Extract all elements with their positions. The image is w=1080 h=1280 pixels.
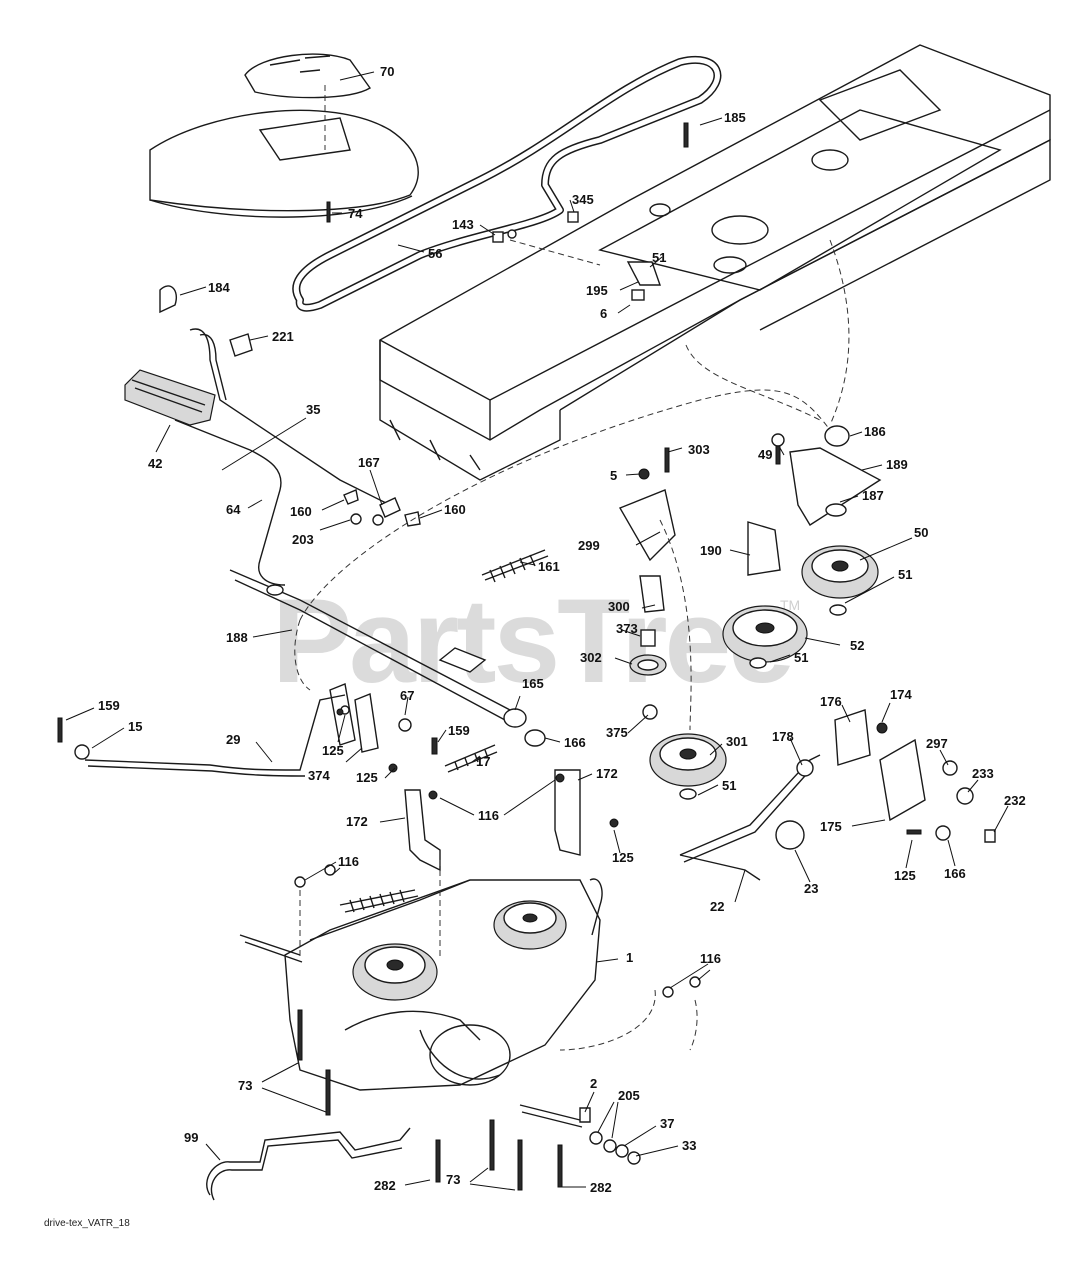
drive-belt: [292, 56, 722, 312]
hood-cover: [149, 109, 419, 218]
callout: 49: [758, 447, 772, 462]
callout: 125: [894, 868, 916, 883]
callout: 301: [726, 734, 748, 749]
callout: 233: [972, 766, 994, 781]
callout: 159: [448, 723, 470, 738]
callout: 232: [1004, 793, 1026, 808]
idler-pulley-301: [649, 733, 727, 800]
callout: 205: [618, 1088, 640, 1103]
dashed-guides: [294, 85, 850, 1051]
callout: 64: [226, 502, 241, 517]
callout: 29: [226, 732, 240, 747]
idler-bracket: [747, 425, 882, 576]
rod-99: [206, 1127, 411, 1201]
callout: 160: [444, 502, 466, 517]
callout: 116: [478, 808, 499, 823]
callout: 282: [590, 1180, 612, 1195]
callout: 116: [338, 854, 359, 869]
callout: 166: [944, 866, 966, 881]
callout: 50: [914, 525, 928, 540]
callout: 221: [272, 329, 294, 344]
callout: 172: [346, 814, 368, 829]
callout: 345: [572, 192, 594, 207]
callout: 303: [688, 442, 710, 457]
callout: 176: [820, 694, 842, 709]
callout: 188: [226, 630, 248, 645]
callout: 172: [596, 766, 618, 781]
callout: 52: [850, 638, 864, 653]
callout: 15: [128, 719, 142, 734]
callout: 143: [452, 217, 474, 232]
callout: 73: [446, 1172, 460, 1187]
callout: 165: [522, 676, 544, 691]
callout-labels: 70 74 56 185 345 143 51 195 6 184 221 35…: [98, 64, 1026, 1195]
callout: 189: [886, 457, 908, 472]
callout: 42: [148, 456, 162, 471]
idler-bracket-arm: [618, 447, 676, 720]
callout: 17: [476, 754, 490, 769]
callout: 35: [306, 402, 320, 417]
callout: 22: [710, 899, 724, 914]
callout: 70: [380, 64, 394, 79]
callout: 23: [804, 881, 818, 896]
callout: 159: [98, 698, 120, 713]
transaxle: [239, 864, 701, 1191]
idler-pulley-50: [801, 545, 879, 616]
callout: 374: [308, 768, 330, 783]
callout: 175: [820, 819, 842, 834]
brake-pedal: [124, 369, 286, 586]
callout: 302: [580, 650, 602, 665]
callout: 125: [322, 743, 344, 758]
callout: 67: [400, 688, 414, 703]
callout: 203: [292, 532, 314, 547]
callout: 375: [606, 725, 628, 740]
callout: 1: [626, 950, 633, 965]
callout: 300: [608, 599, 630, 614]
callout: 125: [356, 770, 378, 785]
callout: 184: [208, 280, 230, 295]
callout: 186: [864, 424, 886, 439]
leader-lines: [65, 71, 1009, 1191]
callout: 73: [238, 1078, 252, 1093]
callout: 33: [682, 1138, 696, 1153]
callout: 99: [184, 1130, 198, 1145]
callout: 6: [600, 306, 607, 321]
callout: 299: [578, 538, 600, 553]
callout: 185: [724, 110, 746, 125]
callout: 373: [616, 621, 638, 636]
callout: 5: [610, 468, 617, 483]
pedal-rod: [189, 328, 391, 506]
callout: 190: [700, 543, 722, 558]
diagram-code: drive-tex_VATR_18: [44, 1218, 130, 1229]
callout: 51: [722, 778, 736, 793]
callout: 174: [890, 687, 912, 702]
bolts-top: [326, 122, 689, 301]
callout: 74: [348, 206, 363, 221]
callout: 51: [794, 650, 808, 665]
callout: 116: [700, 951, 721, 966]
callout: 125: [612, 850, 634, 865]
callout: 161: [538, 559, 560, 574]
callout: 195: [586, 283, 608, 298]
control-panel: [244, 53, 372, 99]
callout: 167: [358, 455, 380, 470]
callout: 51: [898, 567, 912, 582]
small-hardware: [57, 285, 619, 872]
callout: 2: [590, 1076, 597, 1091]
callout: 282: [374, 1178, 396, 1193]
chassis-frame: [379, 44, 1051, 481]
callout: 297: [926, 736, 948, 751]
cross-shaft: [229, 569, 546, 747]
callout: 56: [428, 246, 442, 261]
callout: 178: [772, 729, 794, 744]
callout: 51: [652, 250, 666, 265]
callout: 187: [862, 488, 884, 503]
callout: 166: [564, 735, 586, 750]
shift-linkage: [679, 709, 996, 881]
callout: 160: [290, 504, 312, 519]
callout: 37: [660, 1116, 674, 1131]
idler-pulley-52: [722, 605, 808, 669]
